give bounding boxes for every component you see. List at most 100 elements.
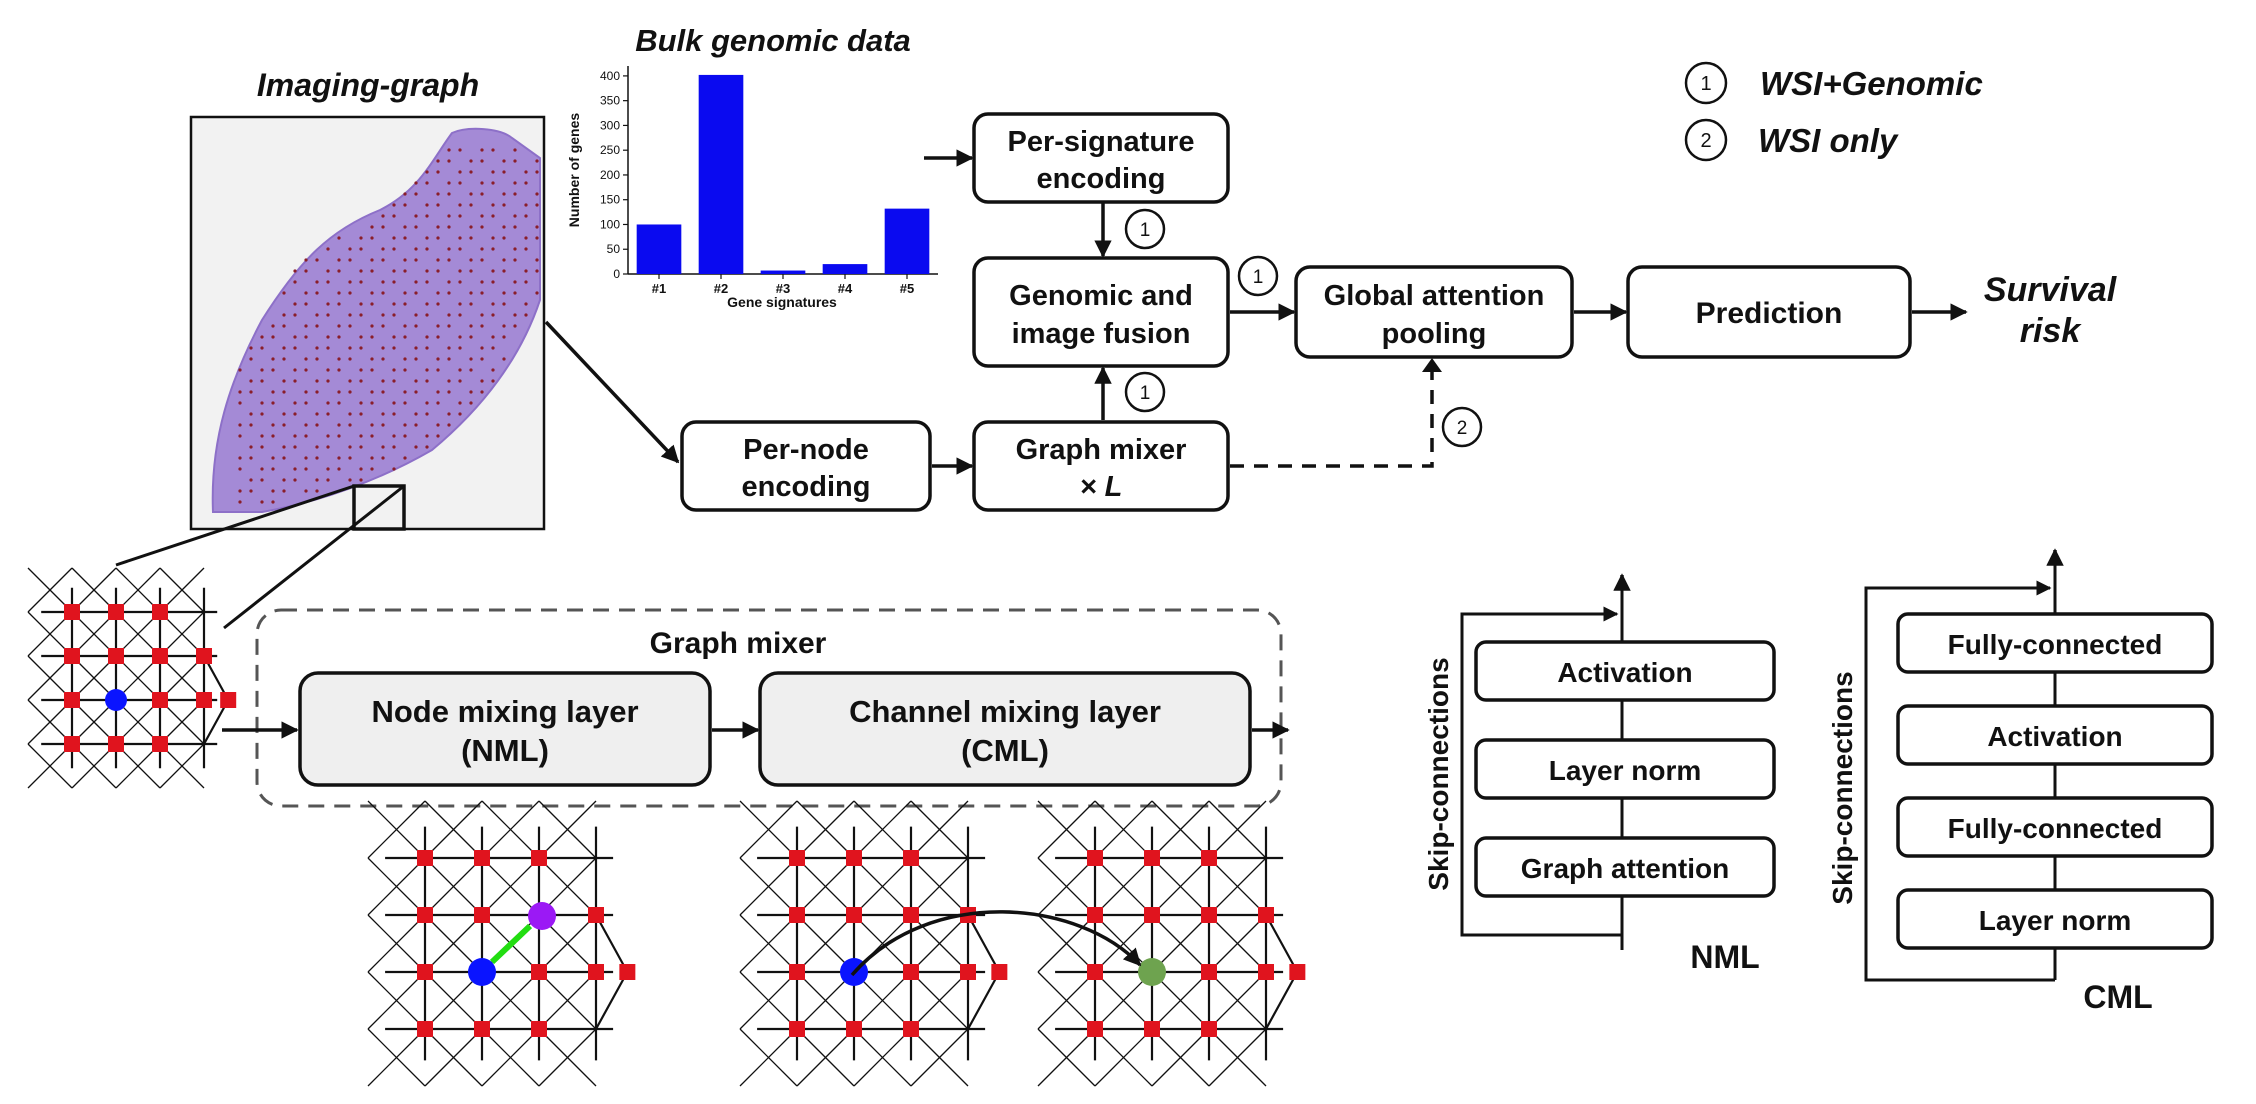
tissue-node <box>403 203 407 207</box>
tissue-node <box>524 214 528 218</box>
tissue-node <box>392 467 396 471</box>
tissue-node <box>469 302 473 306</box>
tissue-node <box>271 335 275 339</box>
tissue-node <box>381 313 385 317</box>
tissue-node <box>381 456 385 460</box>
tissue-node <box>326 412 330 416</box>
graph-node <box>531 964 547 980</box>
tissue-node <box>447 379 451 383</box>
graph-node <box>531 850 547 866</box>
tissue-node <box>271 456 275 460</box>
tissue-node <box>392 335 396 339</box>
graph-edge <box>538 1028 597 1087</box>
graph-node <box>1087 1021 1103 1037</box>
tissue-node <box>436 236 440 240</box>
tissue-node <box>304 302 308 306</box>
tissue-node <box>293 269 297 273</box>
tissue-node <box>447 313 451 317</box>
chart-x-tick-label: #5 <box>900 281 914 296</box>
tissue-node <box>447 148 451 152</box>
tissue-node <box>436 423 440 427</box>
graph-edge <box>481 800 540 859</box>
tissue-node <box>392 247 396 251</box>
graph-mixer-line1: Graph mixer <box>1016 434 1187 466</box>
tissue-node <box>491 170 495 174</box>
graph-edge <box>27 567 73 613</box>
tissue-node <box>337 423 341 427</box>
graph-node <box>417 964 433 980</box>
tissue-node <box>348 247 352 251</box>
tissue-node <box>370 302 374 306</box>
arrow-slide-to-per-node <box>544 320 680 464</box>
tissue-node <box>469 269 473 273</box>
graph-node <box>1087 964 1103 980</box>
tissue-node <box>513 280 517 284</box>
tissue-node <box>403 357 407 361</box>
tissue-node <box>392 214 396 218</box>
graph-node <box>474 850 490 866</box>
graph-node <box>108 736 124 752</box>
graph-edge <box>796 914 855 973</box>
cml-line1: Channel mixing layer <box>849 694 1161 729</box>
graph-edge <box>910 914 969 973</box>
tissue-graph-nodes <box>238 148 539 504</box>
tissue-node <box>425 181 429 185</box>
tissue-node <box>436 159 440 163</box>
tissue-node <box>304 434 308 438</box>
nml-block-label: NML <box>1690 939 1759 975</box>
tissue-node <box>524 170 528 174</box>
cml-block-label: CML <box>2083 979 2152 1015</box>
tissue-node <box>535 170 539 174</box>
tissue-node <box>315 379 319 383</box>
tissue-node <box>447 280 451 284</box>
per-node-encoding-box: Per-node encoding <box>680 420 932 512</box>
tissue-node <box>469 192 473 196</box>
graph-edge <box>853 800 912 859</box>
tissue-node <box>403 225 407 229</box>
tissue-node <box>337 456 341 460</box>
graph-node <box>64 604 80 620</box>
tissue-node <box>348 346 352 350</box>
tissue-node <box>414 412 418 416</box>
graph-edge <box>910 1028 969 1087</box>
graph-node <box>474 907 490 923</box>
tissue-node <box>359 269 363 273</box>
graph-node <box>789 907 805 923</box>
tissue-node <box>480 313 484 317</box>
graph-node <box>64 736 80 752</box>
tissue-node <box>491 313 495 317</box>
tissue-node <box>271 357 275 361</box>
graph-node <box>152 604 168 620</box>
tissue-node <box>458 247 462 251</box>
tissue-node <box>513 313 517 317</box>
graph-node <box>152 648 168 664</box>
tissue-node <box>249 423 253 427</box>
prediction-box: Prediction <box>1626 265 1912 359</box>
tissue-node <box>447 192 451 196</box>
tissue-node <box>260 434 264 438</box>
graph-edge <box>1094 1028 1153 1087</box>
tissue-region <box>211 127 541 513</box>
tissue-node <box>414 346 418 350</box>
tissue-node <box>392 236 396 240</box>
tissue-node <box>392 445 396 449</box>
tissue-node <box>502 335 506 339</box>
tissue-node <box>260 379 264 383</box>
tissue-node <box>271 467 275 471</box>
nml-activation-label: Activation <box>1557 657 1692 688</box>
tissue-node <box>458 379 462 383</box>
tissue-node <box>370 401 374 405</box>
tissue-node <box>381 445 385 449</box>
badge-fusion-pool-text: 1 <box>1253 267 1264 288</box>
chart-y-tick-label: 350 <box>600 94 620 108</box>
badge-sig-fusion-text: 1 <box>1140 220 1151 241</box>
tissue-node <box>447 258 451 262</box>
graph-node <box>1144 850 1160 866</box>
tissue-node <box>425 379 429 383</box>
tissue-node <box>348 478 352 482</box>
tissue-node <box>359 280 363 284</box>
chart-bar <box>760 270 806 274</box>
tissue-node <box>359 445 363 449</box>
tissue-node <box>359 247 363 251</box>
graph-edge <box>481 1028 540 1087</box>
